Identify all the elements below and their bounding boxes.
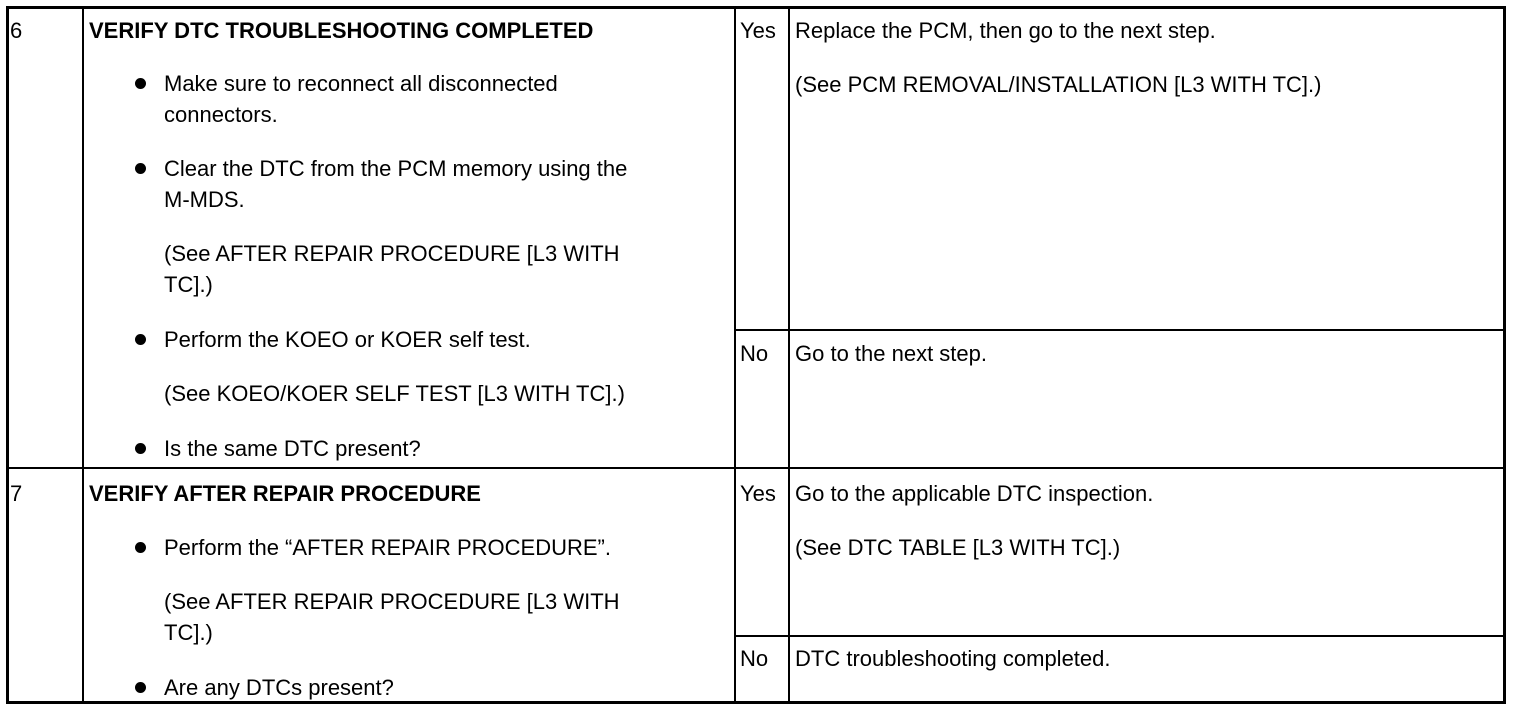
no-action: DTC troubleshooting completed. xyxy=(795,646,1111,671)
troubleshooting-table: 6 VERIFY DTC TROUBLESHOOTING COMPLETED M… xyxy=(6,6,1506,704)
yes-label: Yes xyxy=(740,481,776,506)
bullet-icon xyxy=(135,163,146,174)
step-title: VERIFY AFTER REPAIR PROCEDURE xyxy=(89,481,481,506)
bullet-icon xyxy=(135,334,146,345)
instruction-line: Is the same DTC present? xyxy=(164,436,421,461)
no-action: Go to the next step. xyxy=(795,341,988,366)
instruction-line: Clear the DTC from the PCM memory using … xyxy=(164,156,628,181)
instruction-line: Perform the “AFTER REPAIR PROCEDURE”. xyxy=(164,535,611,560)
column-divider xyxy=(788,9,790,701)
column-divider xyxy=(82,9,84,701)
yes-label: Yes xyxy=(740,18,776,43)
yes-reference: (See DTC TABLE [L3 WITH TC].) xyxy=(795,535,1121,560)
bullet-icon xyxy=(135,78,146,89)
bullet-icon xyxy=(135,542,146,553)
step-title: VERIFY DTC TROUBLESHOOTING COMPLETED xyxy=(89,18,594,43)
row-divider xyxy=(9,467,1503,469)
yes-action: Replace the PCM, then go to the next ste… xyxy=(795,18,1216,43)
reference-line: (See AFTER REPAIR PROCEDURE [L3 WITH xyxy=(164,589,620,614)
bullet-icon xyxy=(135,443,146,454)
column-divider xyxy=(734,9,736,701)
bullet-icon xyxy=(135,682,146,693)
reference-line: TC].) xyxy=(164,620,213,645)
instruction-line: M-MDS. xyxy=(164,187,245,212)
no-label: No xyxy=(740,341,769,366)
reference-line: (See KOEO/KOER SELF TEST [L3 WITH TC].) xyxy=(164,381,625,406)
reference-line: TC].) xyxy=(164,272,213,297)
step-number: 6 xyxy=(10,18,23,43)
step-number: 7 xyxy=(10,481,23,506)
instruction-line: Are any DTCs present? xyxy=(164,675,394,700)
yes-no-divider xyxy=(734,635,1503,637)
yes-reference: (See PCM REMOVAL/INSTALLATION [L3 WITH T… xyxy=(795,72,1322,97)
instruction-line: Make sure to reconnect all disconnected xyxy=(164,71,558,96)
yes-no-divider xyxy=(734,329,1503,331)
instruction-line: connectors. xyxy=(164,102,278,127)
no-label: No xyxy=(740,646,769,671)
reference-line: (See AFTER REPAIR PROCEDURE [L3 WITH xyxy=(164,241,620,266)
instruction-line: Perform the KOEO or KOER self test. xyxy=(164,327,531,352)
yes-action: Go to the applicable DTC inspection. xyxy=(795,481,1154,506)
